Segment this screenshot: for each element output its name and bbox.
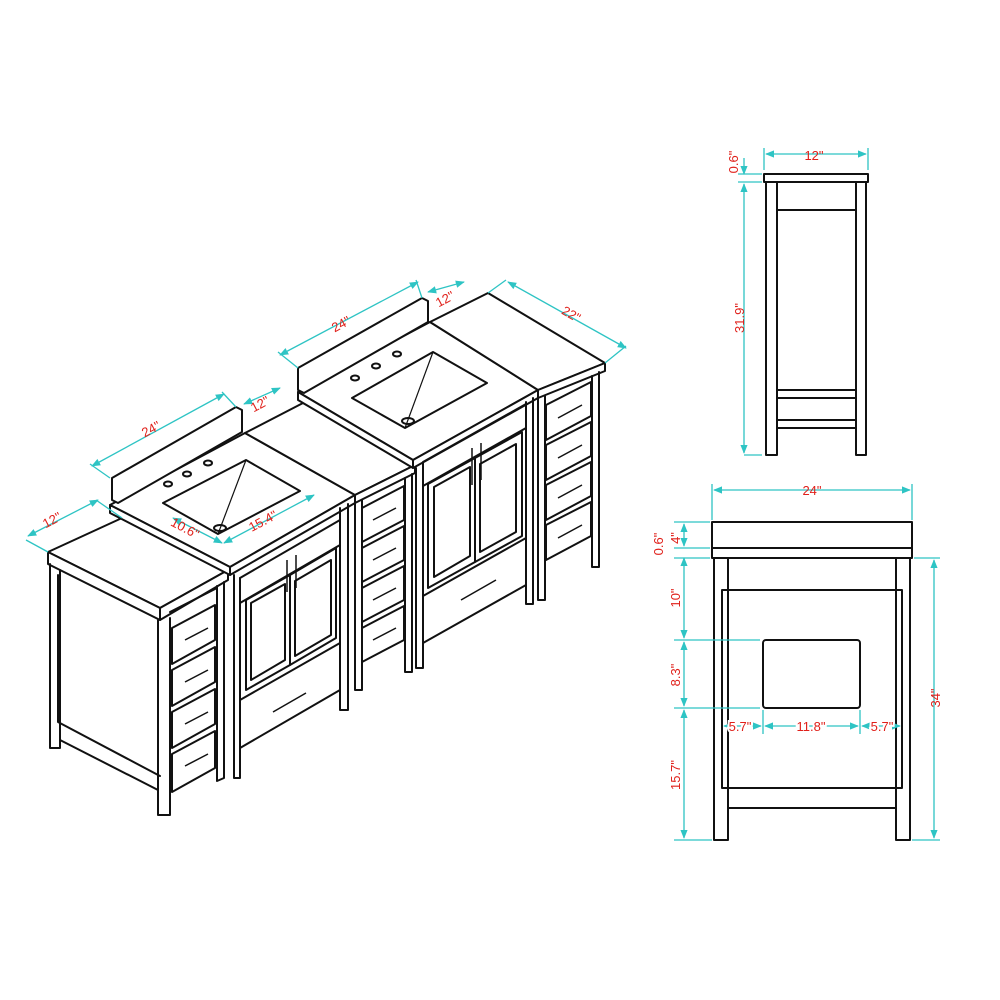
faucet-hole-icon: [182, 470, 192, 478]
side-depth-label: 12": [804, 148, 823, 163]
drawer-handle-icon: [557, 444, 583, 459]
left-vanity-width-label: 24": [139, 418, 163, 440]
faucet-hole-icon: [371, 362, 381, 370]
drawer-handle-icon: [372, 587, 397, 601]
front-top-thickness-label: 0.6": [651, 532, 666, 555]
drawer-handle-icon: [557, 484, 583, 499]
left-vanity-depth-label: 12": [248, 393, 272, 415]
left-vanity: [109, 406, 356, 779]
front-upper-gap-label: 10": [668, 588, 683, 607]
drawer-handle-icon: [372, 627, 397, 641]
left-side-cabinet: [47, 517, 229, 816]
right-vanity-depth-label: 12": [433, 288, 457, 310]
front-right-margin-label: 5.7": [871, 719, 894, 734]
drawer-handle-icon: [184, 711, 209, 725]
drawer-handle-icon: [460, 579, 497, 601]
side-body-height-label: 31.9": [732, 303, 747, 333]
right-vanity-width-label: 24": [329, 313, 353, 335]
drawer-handle-icon: [372, 507, 397, 521]
drawer-handle-icon: [272, 692, 307, 713]
front-width-label: 24": [802, 483, 821, 498]
front-cutout-width-label: 11.8": [797, 719, 826, 734]
front-backsplash-label: 4": [668, 532, 683, 544]
perspective-view: 12" 24" 12" 10.6" 15.4" 24" 12" 22": [25, 279, 627, 816]
front-cutout-height-label: 8.3": [668, 663, 683, 686]
side-view: 12" 0.6" 31.9": [726, 148, 869, 456]
drawer-handle-icon: [184, 627, 209, 641]
front-view: 24" 0.6" 4" 10" 8.3" 15.7" 34" 5.7" 11.8…: [651, 483, 943, 841]
front-left-margin-label: 5.7": [729, 719, 752, 734]
drawer-handle-icon: [557, 524, 583, 539]
drawer-handle-icon: [184, 753, 209, 767]
faucet-hole-icon: [350, 374, 360, 382]
faucet-hole-icon: [163, 480, 173, 488]
drawer-handle-icon: [557, 404, 583, 419]
side-top-thickness-label: 0.6": [726, 150, 741, 173]
front-total-height-label: 34": [928, 688, 943, 707]
perspective-dimensions: [25, 279, 627, 553]
drawer-handle-icon: [184, 669, 209, 683]
right-side-cabinet: [429, 292, 606, 601]
front-base-height-label: 15.7": [668, 760, 683, 790]
drawer-handle-icon: [372, 547, 397, 561]
